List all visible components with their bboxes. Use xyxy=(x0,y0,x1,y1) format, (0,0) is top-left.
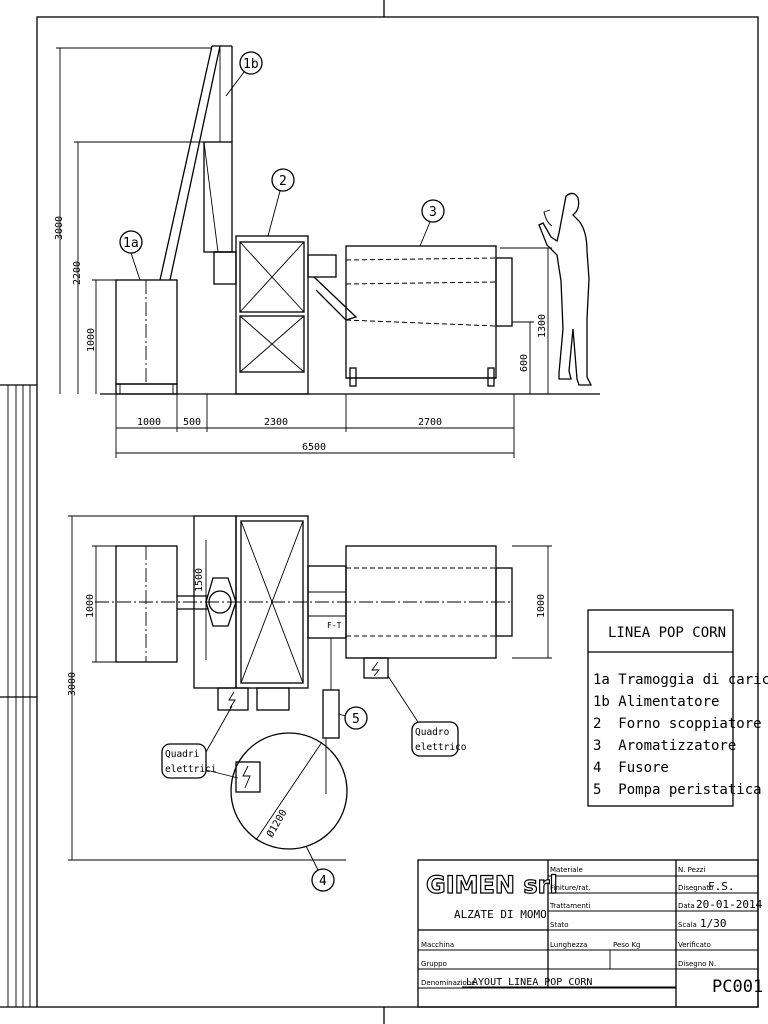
svg-text:5: 5 xyxy=(352,712,360,727)
title-block xyxy=(417,859,759,1008)
electric-box-2 xyxy=(256,687,290,711)
dim-1000-h: 1000 xyxy=(137,417,161,428)
field-finiture: Finiture/rat. xyxy=(550,884,591,892)
field-macchina: Macchina xyxy=(421,941,454,949)
balloon-1b: 1b xyxy=(225,51,263,97)
dim-2700-h: 2700 xyxy=(418,417,442,428)
field-n-pezzi: N. Pezzi xyxy=(678,866,705,874)
human-figure xyxy=(538,192,593,386)
dim-1000-top: 1000 xyxy=(85,594,96,618)
legend: LINEA POP CORN 1a Tramoggia di carico 1b… xyxy=(587,609,768,807)
svg-text:elettrici: elettrici xyxy=(165,764,217,775)
dim-2300-h: 2300 xyxy=(264,417,288,428)
field-scala: Scala xyxy=(678,921,697,929)
svg-text:4: 4 xyxy=(319,874,327,889)
svg-text:1b: 1b xyxy=(243,57,259,72)
pump-5 xyxy=(322,689,340,739)
field-disegno-n: Disegno N. xyxy=(678,960,716,968)
value-denominazione: LAYOUT LINEA POP CORN xyxy=(466,977,592,988)
top-view: F-T Ø1200 1500 1000 xyxy=(67,515,552,892)
svg-text:3: 3 xyxy=(429,205,437,220)
balloon-4: 4 xyxy=(305,845,335,892)
elevator-1b xyxy=(159,45,237,285)
dim-600-side: 600 xyxy=(519,354,530,372)
callout-quadri-elettrici: Quadri elettrici xyxy=(161,705,239,779)
field-stato: Stato xyxy=(550,921,569,929)
side-dims-vertical xyxy=(56,47,552,394)
balloon-2: 2 xyxy=(267,168,295,237)
svg-text:elettrico: elettrico xyxy=(415,742,467,753)
aromatizer-3 xyxy=(345,245,513,387)
dim-1300-side: 1300 xyxy=(537,314,548,338)
dim-1000-top-right: 1000 xyxy=(536,594,547,618)
oven-2 xyxy=(235,235,358,395)
field-lunghezza: Lunghezza xyxy=(550,941,587,949)
dim-1500-top: 1500 xyxy=(194,568,205,592)
top-dims xyxy=(68,515,552,861)
callout-quadro-elettrico: Quadro elettrico xyxy=(387,675,467,757)
field-gruppo: Gruppo xyxy=(421,960,447,968)
legend-item-1a: 1a Tramoggia di carico xyxy=(593,672,768,688)
value-scala: 1/30 xyxy=(700,917,727,930)
balloon-1a: 1a xyxy=(119,230,143,281)
svg-text:Quadro: Quadro xyxy=(415,727,450,738)
melter-4 xyxy=(230,732,348,850)
balloon-3: 3 xyxy=(419,199,445,247)
field-data: Data xyxy=(678,902,695,910)
electric-box-3 xyxy=(363,657,389,679)
dim-6500-h: 6500 xyxy=(302,442,326,453)
company-logo: GIMEN srl xyxy=(426,871,558,899)
svg-text:Quadri: Quadri xyxy=(165,749,200,760)
field-trattamenti: Trattamenti xyxy=(549,902,591,910)
svg-text:1a: 1a xyxy=(123,236,139,251)
side-view: 3000 2200 1000 1300 600 1000 500 2300 27… xyxy=(54,45,600,458)
value-data: 20-01-2014 xyxy=(696,898,763,911)
legend-item-3: 3 Aromatizzatore xyxy=(593,738,736,754)
field-disegnato: Disegnato xyxy=(678,884,714,892)
field-peso: Peso Kg xyxy=(613,941,640,949)
hopper-1a xyxy=(115,279,178,395)
value-disegnato: F.S. xyxy=(708,880,735,893)
svg-text:2: 2 xyxy=(279,174,287,189)
value-disegno-n: PC001 xyxy=(712,977,763,997)
electric-box-1 xyxy=(217,687,249,711)
legend-item-4: 4 Fusore xyxy=(593,760,669,776)
legend-item-2: 2 Forno scoppiatore xyxy=(593,716,762,732)
dim-2200-side: 2200 xyxy=(72,261,83,285)
svg-text:F-T: F-T xyxy=(327,621,342,630)
dim-500-h: 500 xyxy=(183,417,201,428)
balloon-5: 5 xyxy=(338,706,368,730)
dim-1000-side: 1000 xyxy=(86,328,97,352)
field-materiale: Materiale xyxy=(550,866,583,874)
legend-item-1b: 1b Alimentatore xyxy=(593,694,719,710)
dim-3000-side: 3000 xyxy=(54,216,65,240)
side-dims-horizontal xyxy=(115,394,515,458)
melter-diameter: Ø1200 xyxy=(264,807,289,839)
legend-title: LINEA POP CORN xyxy=(608,625,726,641)
hopper-top xyxy=(115,545,178,663)
dim-3000-top: 3000 xyxy=(67,672,78,696)
field-denominazione: Denominazione xyxy=(421,979,476,987)
field-verificato: Verificato xyxy=(678,941,711,949)
legend-item-5: 5 Pompa peristatica xyxy=(593,782,762,798)
company-location: ALZATE DI MOMO xyxy=(454,908,547,921)
